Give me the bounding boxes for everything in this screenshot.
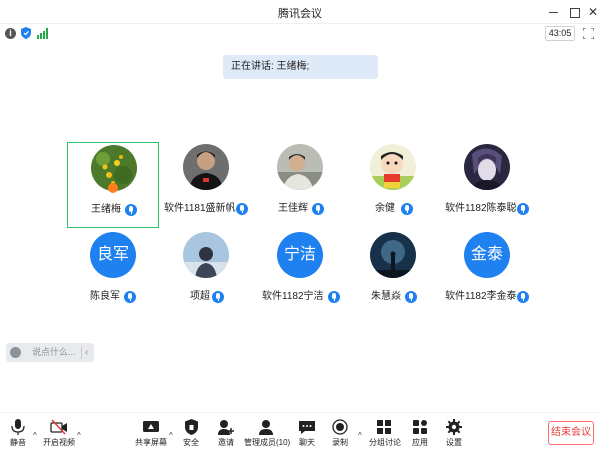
participant-avatar [277,144,323,190]
mic-icon [124,291,136,303]
mic-icon [517,203,529,215]
collapse-chat-button[interactable]: ‹ [85,347,89,358]
gear-icon [446,419,462,435]
meeting-info-row: i 43:05 [0,25,600,43]
participant-tile[interactable]: 软件1181盛新帆 [160,142,252,228]
share-screen-button[interactable]: 共享屏幕 [135,419,167,449]
participant-avatar: 良军 [90,232,136,278]
microphone-icon [11,419,25,435]
mic-icon [125,204,137,216]
mute-label: 静音 [10,438,26,447]
shield-icon[interactable] [21,27,31,39]
participant-tile[interactable]: 余健 [347,142,439,228]
end-meeting-button[interactable]: 结束会议 [548,421,594,445]
window-title: 腾讯会议 [278,8,322,20]
manage-members-button[interactable]: 管理成员(10) [244,419,291,449]
record-icon [332,419,348,435]
participant-name: 软件1182李金泰 [445,291,517,302]
mic-icon [212,291,224,303]
participant-name: 软件1181盛新帆 [164,203,236,214]
participant-name: 王绪梅 [91,204,121,215]
invite-button[interactable]: 邀请 [216,419,236,449]
security-label: 安全 [183,438,199,447]
participant-name: 软件1182宁洁 [262,291,324,302]
record-button[interactable]: 录制 [330,419,350,449]
participant-tile[interactable]: 项超 [160,230,252,316]
speaking-banner: 正在讲话: 王绪梅; [223,55,378,79]
settings-label: 设置 [446,438,462,447]
participant-tile[interactable]: 良军 陈良军 [67,230,159,316]
participant-tile[interactable]: 金泰 软件1182李金泰 [441,230,533,316]
breakout-button[interactable]: 分组讨论 [369,419,401,449]
mic-icon [517,291,529,303]
participant-avatar [91,145,137,191]
participant-tile[interactable]: 朱慧焱 [347,230,439,316]
participant-avatar [370,144,416,190]
participant-avatar: 金泰 [464,232,510,278]
participant-avatar [464,144,510,190]
breakout-icon [377,420,391,434]
mic-icon [401,203,413,215]
video-options-caret[interactable]: ^ [77,431,81,440]
chat-button[interactable]: 聊天 [297,419,317,449]
mic-icon [405,291,417,303]
close-button[interactable]: ✕ [587,5,599,19]
mute-button[interactable]: 静音 [6,419,30,449]
share-screen-icon [143,421,159,432]
participant-avatar [370,232,416,278]
share-screen-label: 共享屏幕 [135,438,167,447]
video-off-icon [50,419,67,435]
video-label: 开启视频 [43,438,75,447]
mic-icon [236,203,248,215]
mic-icon [312,203,324,215]
members-icon [259,420,273,435]
shield-icon [184,419,198,435]
chat-input-bar[interactable]: 说点什么... ‹ [6,343,94,362]
meeting-toolbar: 静音 ^ 开启视频 ^ 共享屏幕 ^ 安全 邀请 [0,412,600,450]
apps-icon [413,420,427,434]
participant-tile[interactable]: 王绪梅 [67,142,159,228]
participant-avatar: 宁洁 [277,232,323,278]
title-bar: 腾讯会议 ✕ [0,0,600,24]
participant-name: 陈良军 [90,291,120,302]
participant-name: 余健 [375,203,395,214]
host-badge [108,183,118,193]
participant-name: 王佳辉 [278,203,308,214]
participant-tile[interactable]: 王佳辉 [254,142,346,228]
participant-name: 项超 [190,291,210,302]
chat-icon [299,421,315,434]
settings-button[interactable]: 设置 [444,419,464,449]
video-button[interactable]: 开启视频 [42,419,76,449]
emoji-icon[interactable] [10,347,21,358]
apps-button[interactable]: 应用 [410,419,430,449]
meeting-timer: 43:05 [545,26,575,41]
participant-avatar [183,144,229,190]
audio-options-caret[interactable]: ^ [33,431,37,440]
record-options-caret[interactable]: ^ [358,431,362,440]
mic-icon [328,291,340,303]
participant-tile[interactable]: 宁洁 软件1182宁洁 [254,230,346,316]
chat-label: 聊天 [299,438,315,447]
manage-members-label: 管理成员(10) [244,438,291,447]
participant-tile[interactable]: 软件1182陈泰聪 [441,142,533,228]
chat-placeholder[interactable]: 说点什么... [32,347,76,357]
invite-label: 邀请 [218,438,234,447]
info-icon[interactable]: i [5,28,16,39]
add-user-icon [218,420,234,435]
record-label: 录制 [332,438,348,447]
breakout-label: 分组讨论 [369,438,401,447]
security-button[interactable]: 安全 [181,419,201,449]
participant-name: 朱慧焱 [371,291,401,302]
chat-divider [81,346,82,359]
signal-icon[interactable] [37,28,49,39]
apps-label: 应用 [412,438,428,447]
participant-name: 软件1182陈泰聪 [445,203,517,214]
participant-avatar [183,232,229,278]
share-options-caret[interactable]: ^ [169,431,173,440]
